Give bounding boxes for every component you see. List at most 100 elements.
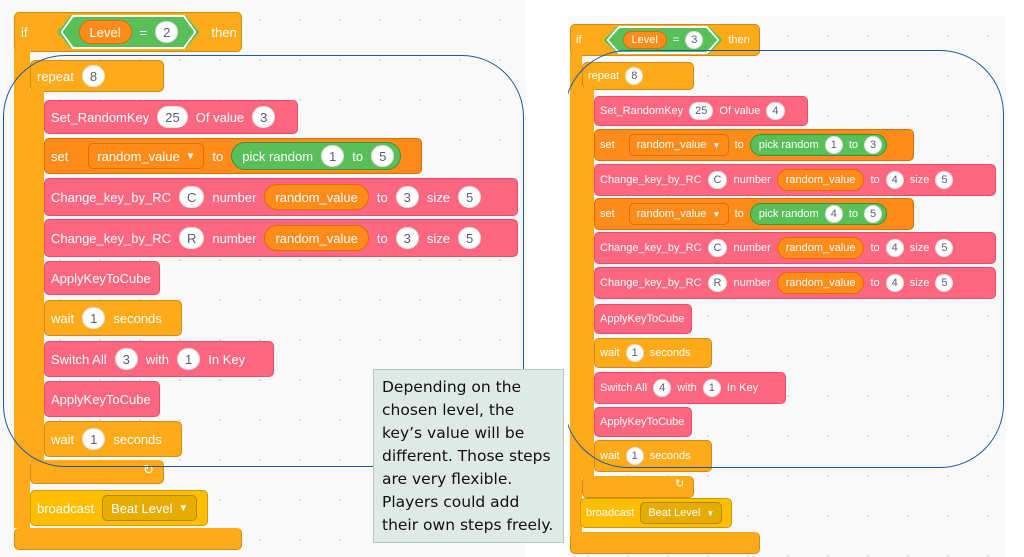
of-value-input[interactable]: 4 xyxy=(766,102,785,120)
wait-block[interactable]: wait 1 seconds xyxy=(594,338,712,368)
broadcast-block[interactable]: broadcast Beat Level ▼ xyxy=(580,498,732,528)
pick-random-from-input[interactable]: 1 xyxy=(321,145,345,167)
size-input[interactable]: 5 xyxy=(458,186,482,208)
set-variable-block[interactable]: set random_value ▼ to pick random 4 to 5 xyxy=(594,198,914,230)
random-value-reporter[interactable]: random_value xyxy=(776,272,865,294)
apply-key-to-cube-block[interactable]: ApplyKeyToCube xyxy=(44,261,160,295)
size-input[interactable]: 5 xyxy=(458,227,482,249)
to-label: to xyxy=(734,208,744,220)
size-input[interactable]: 5 xyxy=(935,171,954,189)
random-value-reporter[interactable]: random_value xyxy=(776,169,865,191)
to-value-input[interactable]: 4 xyxy=(885,239,904,257)
size-label: size xyxy=(909,174,930,186)
rc-input[interactable]: R xyxy=(707,274,728,292)
wait-block[interactable]: wait 1 seconds xyxy=(44,300,182,336)
left-code-area[interactable]: if Level = 2 then repeat 8 ↻ Set_RandomK… xyxy=(0,0,526,557)
broadcast-label: broadcast xyxy=(37,500,95,516)
rc-input[interactable]: R xyxy=(178,227,205,249)
change-key-label: Change_key_by_RC xyxy=(51,189,171,205)
pick-random-from-input[interactable]: 4 xyxy=(824,205,843,223)
change-key-by-rc-c-block[interactable]: Change_key_by_RC C number random_value t… xyxy=(594,232,996,264)
rc-input[interactable]: C xyxy=(707,239,728,257)
set-random-key-block[interactable]: Set_RandomKey 25 Of value 3 xyxy=(44,100,298,134)
pick-random-block[interactable]: pick random 1 to 3 xyxy=(749,134,888,156)
wait-block[interactable]: wait 1 seconds xyxy=(44,421,182,457)
level-variable[interactable]: Level xyxy=(79,20,132,44)
right-code-area[interactable]: if Level = 3 then repeat 8 ↻ Set_RandomK… xyxy=(568,16,1006,557)
wait-seconds-input[interactable]: 1 xyxy=(82,428,106,450)
chevron-down-icon: ▼ xyxy=(178,502,189,514)
to-value-input[interactable]: 3 xyxy=(395,186,419,208)
switch-to-input[interactable]: 1 xyxy=(702,379,721,397)
pick-random-block[interactable]: pick random 1 to 5 xyxy=(231,142,402,170)
apply-key-to-cube-block[interactable]: ApplyKeyToCube xyxy=(594,304,692,334)
then-label: then xyxy=(728,34,750,46)
pick-random-to-input[interactable]: 3 xyxy=(864,136,883,154)
broadcast-label: broadcast xyxy=(586,507,635,519)
size-input[interactable]: 5 xyxy=(935,239,954,257)
level-variable[interactable]: Level xyxy=(623,31,667,49)
set-variable-block[interactable]: set random_value ▼ to pick random 1 to 5 xyxy=(44,138,422,174)
wait-seconds-input[interactable]: 1 xyxy=(625,344,644,362)
pick-random-block[interactable]: pick random 4 to 5 xyxy=(749,203,888,225)
repeat-block-bottom: ↻ xyxy=(582,476,694,498)
variable-dropdown[interactable]: random_value ▼ xyxy=(628,134,729,156)
variable-dropdown[interactable]: random_value ▼ xyxy=(88,143,205,169)
to-value-input[interactable]: 4 xyxy=(885,171,904,189)
variable-dropdown[interactable]: random_value ▼ xyxy=(628,203,729,225)
pick-random-to-label: to xyxy=(848,139,858,151)
number-label: number xyxy=(733,242,771,254)
to-value-input[interactable]: 4 xyxy=(885,274,904,292)
random-key-input[interactable]: 25 xyxy=(689,102,714,120)
size-label: size xyxy=(909,242,930,254)
highlight-outline-left xyxy=(3,55,524,467)
pick-random-to-label: to xyxy=(352,148,364,164)
switch-from-input[interactable]: 3 xyxy=(114,348,138,370)
switch-from-input[interactable]: 4 xyxy=(653,379,672,397)
rc-input[interactable]: C xyxy=(707,171,728,189)
set-random-key-block[interactable]: Set_RandomKey 25 Of value 4 xyxy=(594,96,808,126)
seconds-label: seconds xyxy=(113,310,162,326)
random-value-reporter[interactable]: random_value xyxy=(264,184,369,210)
size-label: size xyxy=(426,230,451,246)
size-input[interactable]: 5 xyxy=(935,274,954,292)
switch-all-block[interactable]: Switch All 3 with 1 In Key xyxy=(44,341,274,377)
loop-arrow-icon: ↻ xyxy=(143,462,154,477)
random-value-reporter[interactable]: random_value xyxy=(776,237,865,259)
to-value-input[interactable]: 3 xyxy=(395,227,419,249)
change-key-by-rc-c-block[interactable]: Change_key_by_RC C number random_value t… xyxy=(594,164,996,196)
change-key-by-rc-r-block[interactable]: Change_key_by_RC R number random_value t… xyxy=(594,267,996,299)
number-label: number xyxy=(212,189,257,205)
with-label: with xyxy=(145,351,169,367)
switch-all-label: Switch All xyxy=(51,351,107,367)
to-label: to xyxy=(212,148,224,164)
random-value-reporter[interactable]: random_value xyxy=(264,225,369,251)
level-value-input[interactable]: 3 xyxy=(685,31,703,49)
switch-all-block[interactable]: Switch All 4 with 1 In Key xyxy=(594,372,786,404)
to-label: to xyxy=(376,189,388,205)
rc-input[interactable]: C xyxy=(178,186,205,208)
broadcast-message-dropdown[interactable]: Beat Level ▼ xyxy=(102,495,198,521)
pick-random-to-input[interactable]: 5 xyxy=(371,145,395,167)
equals-condition[interactable]: Level = 2 xyxy=(58,15,200,49)
set-variable-block[interactable]: set random_value ▼ to pick random 1 to 3 xyxy=(594,129,914,161)
level-value-input[interactable]: 2 xyxy=(155,21,178,43)
wait-seconds-input[interactable]: 1 xyxy=(82,307,106,329)
if-block[interactable]: if Level = 3 then xyxy=(570,24,760,56)
if-block[interactable]: if Level = 2 then xyxy=(14,12,242,52)
pick-random-from-input[interactable]: 1 xyxy=(824,136,843,154)
equals-condition[interactable]: Level = 3 xyxy=(604,26,723,54)
pick-random-to-input[interactable]: 5 xyxy=(864,205,883,223)
number-label: number xyxy=(733,174,771,186)
change-key-by-rc-r-block[interactable]: Change_key_by_RC R number random_value t… xyxy=(44,219,518,257)
repeat-count-input[interactable]: 8 xyxy=(81,65,106,87)
switch-to-input[interactable]: 1 xyxy=(177,348,201,370)
wait-label: wait xyxy=(600,347,620,359)
broadcast-block[interactable]: broadcast Beat Level ▼ xyxy=(30,490,208,526)
if-block-bottom xyxy=(14,528,242,550)
broadcast-message-dropdown[interactable]: Beat Level ▼ xyxy=(640,502,723,524)
repeat-count-input[interactable]: 8 xyxy=(625,67,644,85)
change-key-by-rc-c-block[interactable]: Change_key_by_RC C number random_value t… xyxy=(44,178,518,216)
random-key-input[interactable]: 25 xyxy=(157,106,188,128)
of-value-input[interactable]: 3 xyxy=(252,106,276,128)
